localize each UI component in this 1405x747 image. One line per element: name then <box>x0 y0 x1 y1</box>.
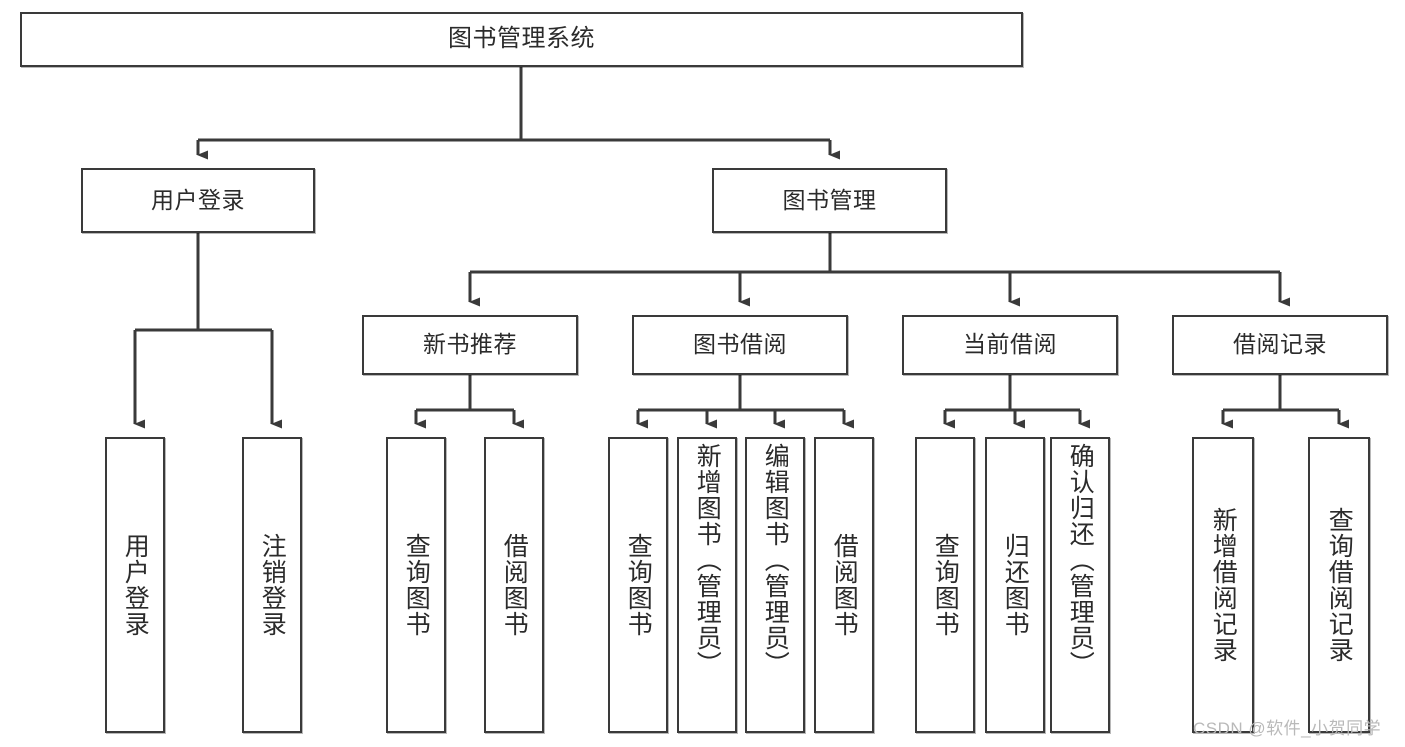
node-label: 借阅图书 <box>830 533 859 637</box>
leaf-add-borrow-record[interactable]: 新增借阅记录 <box>1192 437 1254 733</box>
node-label: 用户登录 <box>121 533 150 637</box>
leaf-add-book-admin[interactable]: 新增图书（管理员） <box>677 437 737 733</box>
node-label: 借阅图书 <box>500 533 529 637</box>
node-borrow-records[interactable]: 借阅记录 <box>1172 315 1388 375</box>
leaf-logout[interactable]: 注销登录 <box>242 437 302 733</box>
node-label: 图书管理 <box>782 186 877 213</box>
node-current-borrow[interactable]: 当前借阅 <box>902 315 1118 375</box>
leaf-borrow-book-recommend[interactable]: 借阅图书 <box>484 437 544 733</box>
leaf-query-book-borrow[interactable]: 查询图书 <box>608 437 668 733</box>
node-new-book-recommend[interactable]: 新书推荐 <box>362 315 578 375</box>
node-label: 图书借阅 <box>693 331 787 358</box>
node-book-management[interactable]: 图书管理 <box>712 168 947 233</box>
node-label: 注销登录 <box>258 533 287 637</box>
node-label: 编辑图书（管理员） <box>761 443 790 677</box>
node-root[interactable]: 图书管理系统 <box>20 12 1023 67</box>
node-label: 归还图书 <box>1001 533 1030 637</box>
node-label: 查询借阅记录 <box>1325 507 1354 663</box>
leaf-edit-book-admin[interactable]: 编辑图书（管理员） <box>745 437 805 733</box>
node-label: 新增图书（管理员） <box>693 443 722 677</box>
node-label: 当前借阅 <box>963 331 1057 358</box>
node-label: 借阅记录 <box>1233 331 1327 358</box>
leaf-query-borrow-record[interactable]: 查询借阅记录 <box>1308 437 1370 733</box>
node-label: 新增借阅记录 <box>1209 507 1238 663</box>
leaf-return-book[interactable]: 归还图书 <box>985 437 1045 733</box>
node-label: 用户登录 <box>151 186 245 213</box>
csdn-watermark: CSDN @软件_小贺同学 <box>1193 719 1382 738</box>
node-label: 新书推荐 <box>423 331 517 358</box>
leaf-borrow-book[interactable]: 借阅图书 <box>814 437 874 733</box>
leaf-user-login[interactable]: 用户登录 <box>105 437 165 733</box>
node-book-borrow[interactable]: 图书借阅 <box>632 315 848 375</box>
leaf-query-book-current[interactable]: 查询图书 <box>915 437 975 733</box>
node-label: 图书管理系统 <box>448 25 595 53</box>
leaf-query-book-recommend[interactable]: 查询图书 <box>386 437 446 733</box>
node-label: 查询图书 <box>624 533 653 637</box>
leaf-confirm-return-admin[interactable]: 确认归还（管理员） <box>1050 437 1110 733</box>
node-label: 确认归还（管理员） <box>1066 443 1095 677</box>
node-label: 查询图书 <box>931 533 960 637</box>
node-label: 查询图书 <box>402 533 431 637</box>
node-user-login[interactable]: 用户登录 <box>81 168 315 233</box>
